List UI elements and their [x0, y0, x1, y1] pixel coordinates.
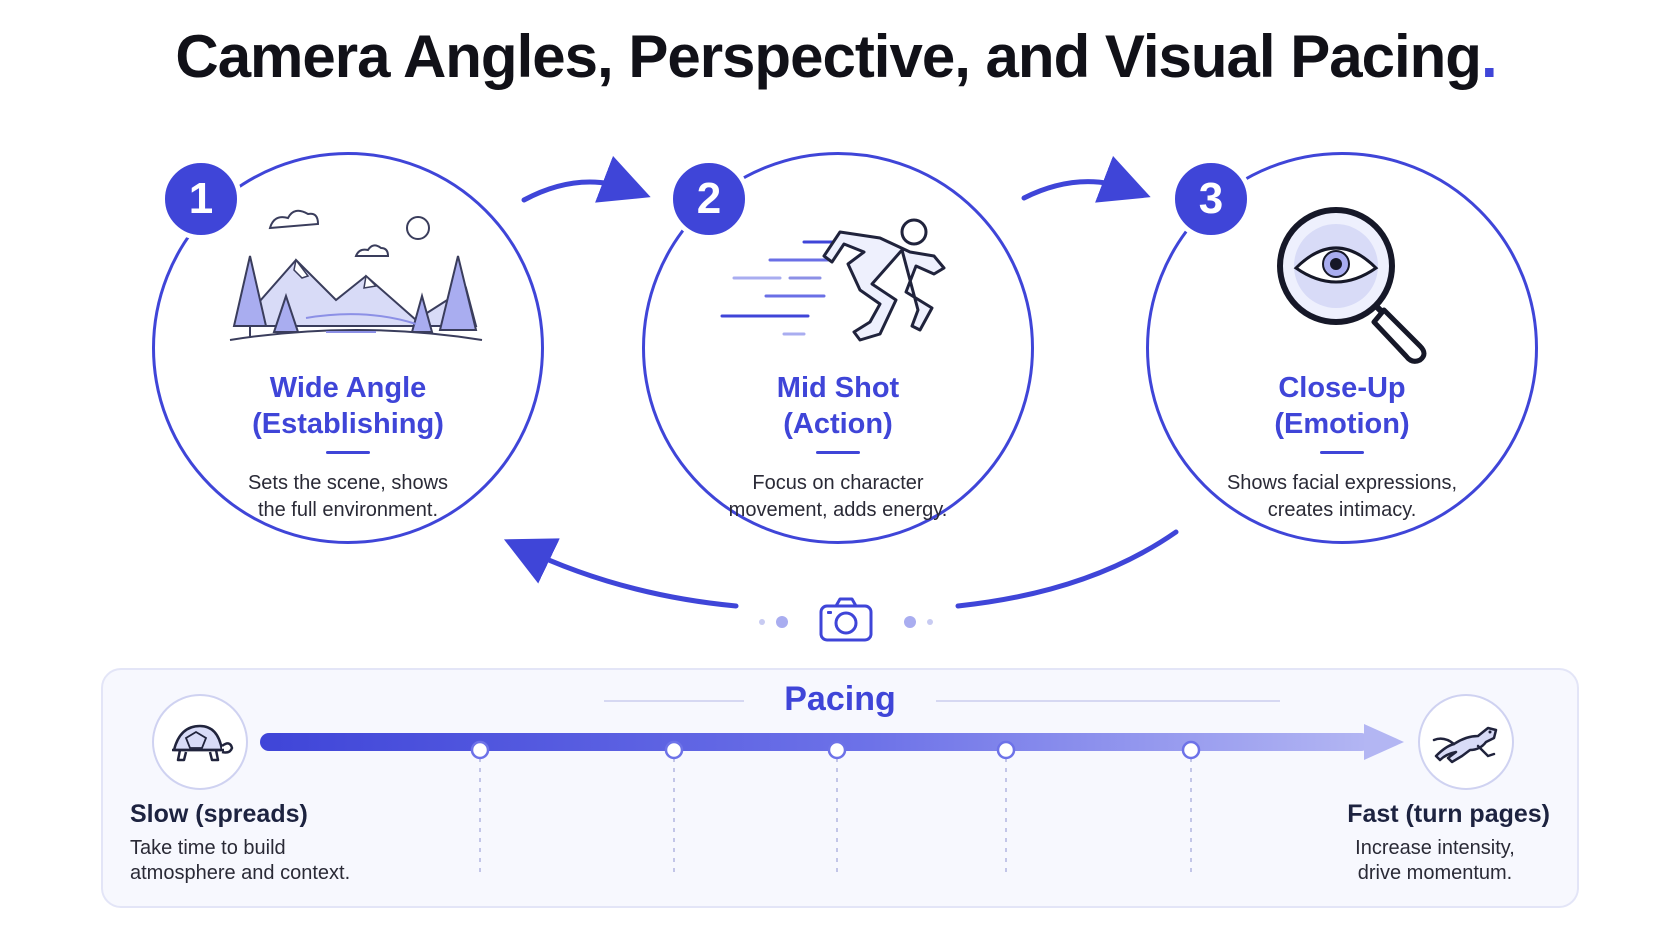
camera-icon [819, 597, 873, 642]
cheetah-icon [1432, 726, 1498, 764]
slow-desc-line1: Take time to build [130, 837, 286, 859]
pacing-title: Pacing [784, 680, 896, 718]
step-title-line2: (Action) [783, 408, 893, 440]
divider [326, 451, 370, 454]
title-dot: . [1480, 23, 1498, 90]
pacing-tick-marker [996, 740, 1016, 760]
landscape-icon [229, 209, 483, 341]
step-desc-close-up: Shows facial expressions, creates intima… [1182, 470, 1502, 524]
fast-desc-line1: Increase intensity, [1355, 837, 1515, 859]
pacing-title-rule-right [936, 700, 1280, 702]
step-desc-mid-shot: Focus on character movement, adds energy… [678, 470, 998, 524]
step-title-line2: (Establishing) [252, 408, 444, 440]
slow-desc-line2: atmosphere and context. [130, 862, 351, 884]
step-desc-line2: the full environment. [257, 499, 439, 521]
slow-label: Slow (spreads) [130, 800, 308, 828]
pacing-title-rule-left [604, 700, 744, 702]
fast-desc-line2: drive momentum. [1357, 862, 1513, 884]
slow-desc: Take time to build atmosphere and contex… [130, 836, 390, 886]
step-badge-1: 1 [160, 158, 242, 240]
arrow-3-to-camera [955, 529, 1179, 609]
running-figure-icon [720, 218, 946, 342]
step-title-close-up: Close-Up (Emotion) [1192, 370, 1492, 442]
divider [816, 451, 860, 454]
step-badge-2: 2 [668, 158, 750, 240]
step-title-line2: (Emotion) [1274, 408, 1410, 440]
pacing-ticks [470, 740, 1201, 872]
step-title-line1: Close-Up [1278, 372, 1406, 404]
fast-desc: Increase intensity, drive momentum. [1320, 836, 1550, 886]
arrow-2-to-3 [1021, 155, 1151, 203]
step-title-line1: Mid Shot [776, 372, 900, 404]
title-text: Camera Angles, Perspective, and Visual P… [175, 23, 1482, 90]
step-desc-line2: movement, adds energy. [728, 499, 948, 521]
step-desc-line1: Focus on character [752, 472, 924, 494]
pacing-tick-marker [664, 740, 684, 760]
magnifier-eye-icon [1277, 207, 1427, 364]
step-badge-3: 3 [1170, 158, 1252, 240]
pacing-tick-marker [470, 740, 490, 760]
turtle-icon [172, 724, 234, 762]
fast-label: Fast (turn pages) [1347, 800, 1550, 828]
divider [1320, 451, 1364, 454]
arrow-camera-to-1 [503, 538, 739, 609]
pacing-tick-marker [827, 740, 847, 760]
arrow-1-to-2 [521, 155, 651, 203]
step-title-line1: Wide Angle [269, 372, 427, 404]
step-title-mid-shot: Mid Shot (Action) [688, 370, 988, 442]
page-title: Camera Angles, Perspective, and Visual P… [0, 22, 1672, 91]
step-title-wide-angle: Wide Angle (Establishing) [198, 370, 498, 442]
step-desc-line1: Sets the scene, shows [247, 472, 449, 494]
pacing-panel [101, 668, 1579, 908]
pacing-tick-marker [1181, 740, 1201, 760]
step-desc-line2: creates intimacy. [1267, 499, 1417, 521]
step-desc-wide-angle: Sets the scene, shows the full environme… [188, 470, 508, 524]
step-desc-line1: Shows facial expressions, [1226, 472, 1458, 494]
